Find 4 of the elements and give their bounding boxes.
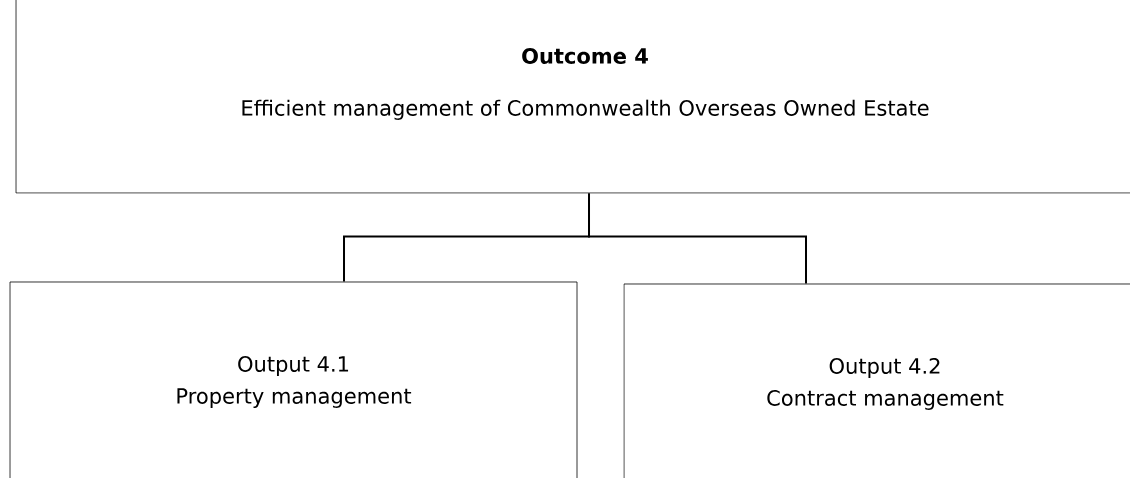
box: Output 4.1 Property management — [9, 281, 578, 478]
connector — [588, 192, 807, 285]
box: Outcome 4 Efficient management of Commonwealth Overseas Owned Estate — [15, 0, 1130, 194]
box: Output 4.2 Contract management — [623, 283, 1130, 478]
